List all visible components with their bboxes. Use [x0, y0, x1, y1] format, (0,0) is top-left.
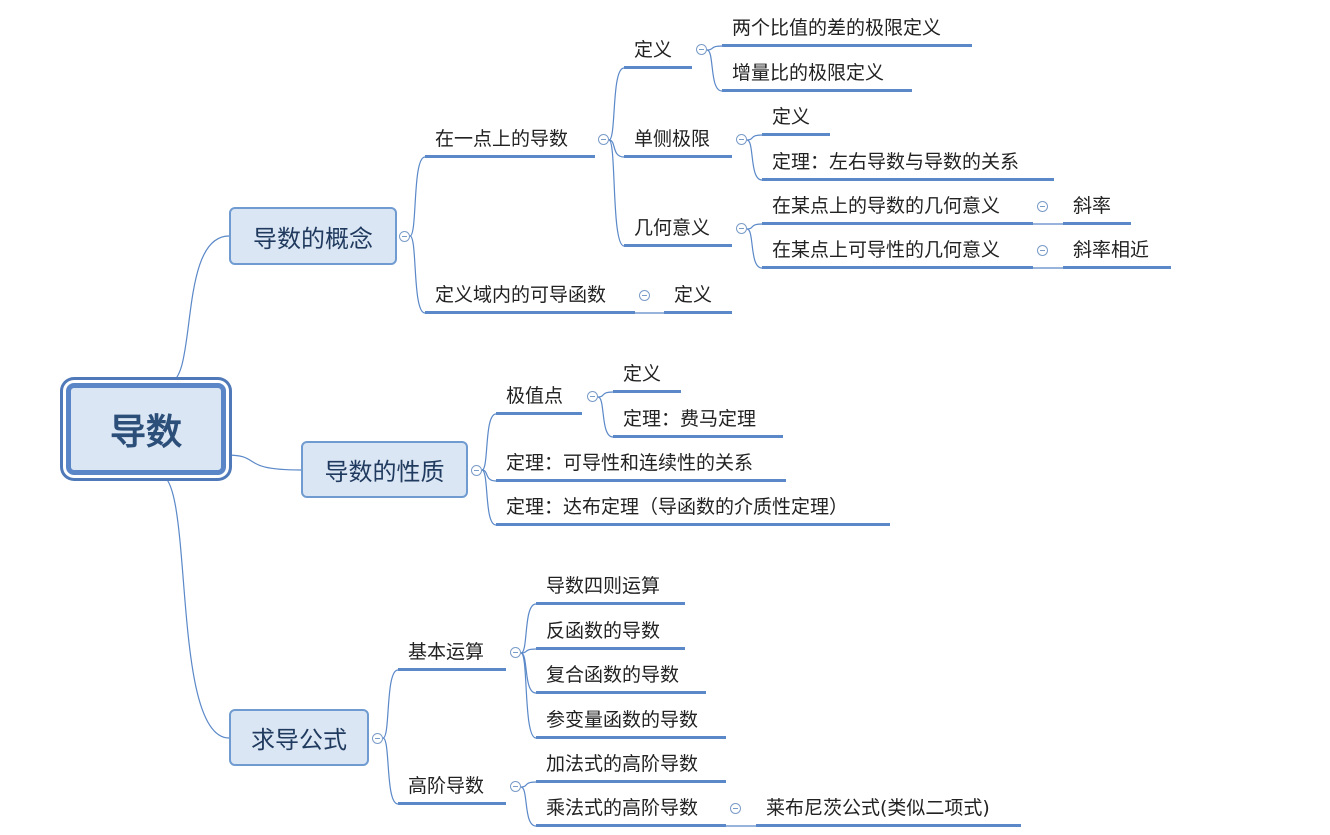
collapse-icon[interactable]	[696, 44, 707, 55]
node-composite-derivative[interactable]: 复合函数的导数	[536, 660, 706, 694]
node-darboux-theorem[interactable]: 定理：达布定理（导函数的介质性定理）	[496, 492, 890, 526]
node-geometric[interactable]: 几何意义	[624, 213, 732, 247]
connector-line	[608, 139, 625, 247]
connector-line	[746, 134, 763, 141]
node-limit-def-increment[interactable]: 增量比的极限定义	[722, 58, 912, 92]
collapse-icon[interactable]	[598, 134, 609, 145]
collapse-icon[interactable]	[471, 465, 482, 476]
node-domain-diff-def[interactable]: 定义	[664, 280, 732, 314]
node-inverse-derivative[interactable]: 反函数的导数	[536, 616, 685, 650]
connector-line	[706, 49, 723, 92]
connector-line	[608, 67, 625, 141]
connector-line	[409, 156, 426, 237]
node-geo-derivative[interactable]: 在某点上的导数的几何意义	[762, 191, 1033, 225]
root-node[interactable]: 导数	[66, 383, 226, 475]
collapse-icon[interactable]	[736, 134, 747, 145]
node-domain-diff[interactable]: 定义域内的可导函数	[425, 280, 635, 314]
node-fermat[interactable]: 定理：费马定理	[613, 404, 783, 438]
connector-line	[597, 396, 614, 438]
node-leibniz[interactable]: 莱布尼茨公式(类似二项式)	[756, 793, 1021, 827]
node-point-derivative[interactable]: 在一点上的导数	[425, 124, 595, 158]
connector-line	[520, 652, 537, 739]
connector-line	[225, 454, 302, 471]
node-higher-order[interactable]: 高阶导数	[398, 771, 506, 805]
collapse-icon[interactable]	[372, 733, 383, 744]
connector-line	[520, 648, 537, 654]
node-concept[interactable]: 导数的概念	[229, 207, 397, 265]
connector-line	[159, 474, 230, 739]
node-one-sided-def[interactable]: 定义	[762, 102, 830, 136]
connector-line	[597, 391, 614, 398]
collapse-icon[interactable]	[736, 223, 747, 234]
collapse-icon[interactable]	[587, 391, 598, 402]
connector-line	[746, 228, 763, 269]
collapse-icon[interactable]	[399, 231, 410, 242]
node-slope[interactable]: 斜率	[1063, 191, 1131, 225]
node-limit-def-diff[interactable]: 两个比值的差的极限定义	[722, 13, 972, 47]
node-properties[interactable]: 导数的性质	[301, 441, 468, 498]
connector-line	[746, 223, 763, 230]
connector-line	[520, 781, 537, 788]
connector-line	[481, 413, 497, 471]
connector-line	[520, 603, 537, 654]
node-extremum[interactable]: 极值点	[496, 381, 582, 415]
connector-line	[382, 737, 399, 805]
node-continuity-theorem[interactable]: 定理：可导性和连续性的关系	[496, 448, 786, 482]
collapse-icon[interactable]	[639, 290, 650, 301]
node-one-sided-theorem[interactable]: 定理：左右导数与导数的关系	[762, 147, 1054, 181]
node-basic-ops[interactable]: 基本运算	[398, 637, 506, 671]
node-one-sided[interactable]: 单侧极限	[624, 124, 732, 158]
connector-line	[382, 669, 399, 739]
node-extremum-def[interactable]: 定义	[613, 359, 681, 393]
connector-line	[167, 235, 230, 384]
connector-line	[409, 235, 426, 314]
collapse-icon[interactable]	[730, 803, 741, 814]
node-product-higher[interactable]: 乘法式的高阶导数	[536, 793, 726, 827]
node-geo-differentiability[interactable]: 在某点上可导性的几何意义	[762, 235, 1033, 269]
node-formulas[interactable]: 求导公式	[229, 709, 369, 766]
node-parametric-derivative[interactable]: 参变量函数的导数	[536, 705, 726, 739]
connector-line	[520, 652, 537, 694]
collapse-icon[interactable]	[510, 781, 521, 792]
connector-line	[746, 139, 763, 181]
node-slope-close[interactable]: 斜率相近	[1063, 235, 1171, 269]
node-four-ops[interactable]: 导数四则运算	[536, 571, 685, 605]
collapse-icon[interactable]	[1037, 245, 1048, 256]
connector-line	[520, 786, 537, 827]
connector-line	[706, 45, 723, 51]
connector-line	[481, 469, 497, 526]
connector-line	[608, 139, 625, 158]
node-sum-higher[interactable]: 加法式的高阶导数	[536, 749, 726, 783]
node-definition[interactable]: 定义	[624, 35, 692, 69]
collapse-icon[interactable]	[510, 647, 521, 658]
collapse-icon[interactable]	[1037, 201, 1048, 212]
connector-line	[481, 469, 497, 482]
